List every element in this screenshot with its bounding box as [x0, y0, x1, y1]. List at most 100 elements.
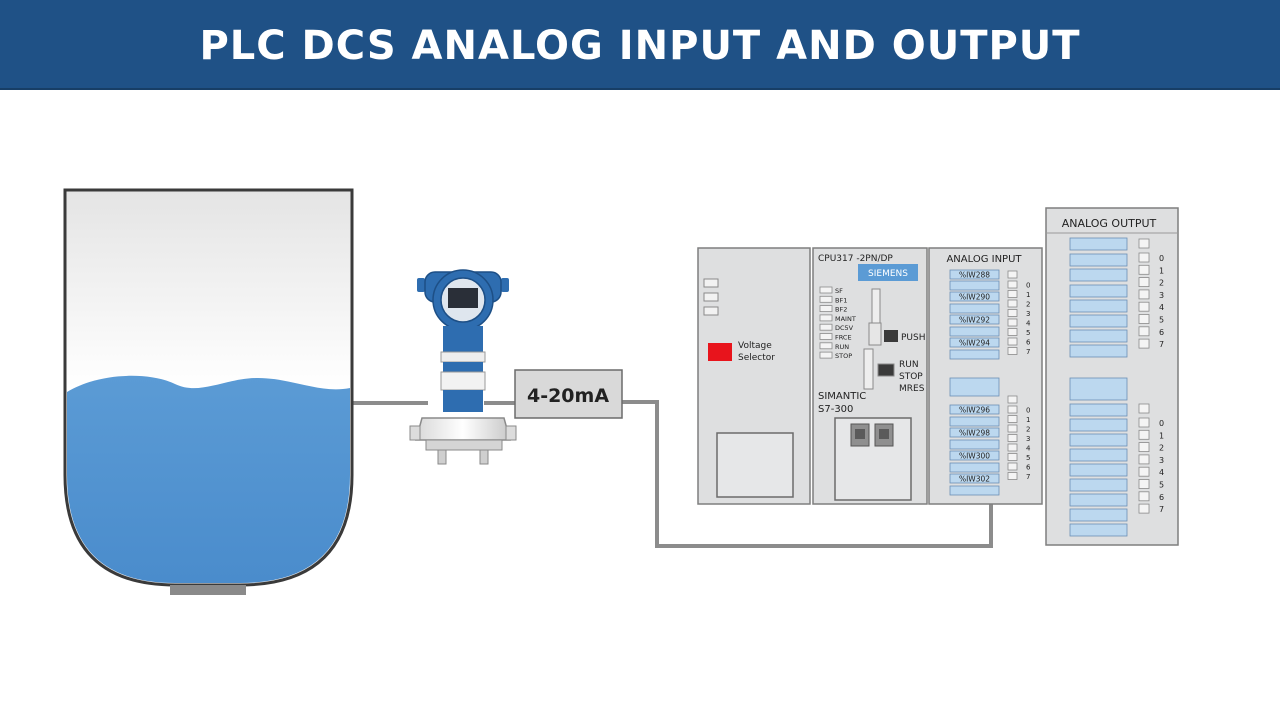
analog-input-led	[1007, 472, 1018, 480]
analog-output-slot	[1069, 523, 1128, 537]
analog-input-address: %IW300	[959, 452, 990, 461]
analog-input-led	[1007, 424, 1018, 433]
analog-input-channel: 1	[1026, 416, 1030, 424]
cpu-led-label: DC5V	[835, 324, 854, 332]
analog-input-address: %IW302	[959, 475, 990, 484]
analog-input-channel: 6	[1026, 339, 1031, 347]
analog-input-led	[1007, 309, 1018, 317]
push-label: PUSH	[901, 333, 926, 343]
analog-input-led	[1007, 280, 1018, 289]
analog-input-led	[1007, 299, 1018, 308]
analog-input-led	[1007, 405, 1018, 414]
analog-input-address: %IW288	[959, 271, 990, 280]
analog-output-channel: 1	[1159, 266, 1164, 275]
analog-input-channel: 4	[1026, 320, 1031, 328]
analog-input-channel: 4	[1026, 445, 1031, 453]
analog-input-channel: 2	[1026, 301, 1030, 309]
analog-input-address: %IW290	[959, 293, 990, 302]
analog-output-slot	[1069, 344, 1128, 358]
analog-output-channel: 7	[1159, 340, 1164, 349]
transmitter-body	[443, 390, 483, 412]
signal-wiring	[352, 400, 993, 548]
signal-to-input-wire	[622, 400, 993, 548]
analog-input-led	[1007, 337, 1018, 346]
cpu-led	[819, 295, 833, 303]
transmitter-screen	[448, 288, 478, 308]
analog-input-slot	[949, 337, 1000, 348]
cpu-led-label: RUN	[835, 343, 849, 351]
signal-box: 4-20mA	[514, 369, 623, 419]
power-terminal-cover	[716, 432, 794, 498]
analog-input-slot	[949, 485, 1000, 496]
analog-input-module: ANALOG INPUT %IW288%IW290%IW292%IW294%IW…	[928, 247, 1043, 505]
analog-output-led	[1138, 429, 1150, 440]
analog-input-slot	[949, 439, 1000, 450]
analog-input-slot	[949, 314, 1000, 325]
analog-output-led	[1138, 314, 1150, 324]
analog-output-led	[1138, 417, 1150, 428]
analog-input-title: ANALOG INPUT	[946, 254, 1022, 265]
analog-output-channel: 3	[1159, 291, 1164, 300]
analog-output-led	[1138, 301, 1150, 312]
analog-output-slot	[1069, 418, 1128, 432]
analog-input-address: %IW294	[959, 339, 990, 348]
storage-tank	[63, 188, 354, 595]
analog-output-slot	[1069, 268, 1128, 282]
analog-input-slot	[949, 269, 1000, 280]
analog-input-slot	[949, 377, 1000, 397]
analog-input-slot	[949, 404, 1000, 415]
analog-input-channel: 0	[1026, 282, 1030, 290]
analog-output-led	[1138, 338, 1150, 349]
page-title: PLC DCS ANALOG INPUT AND OUTPUT	[199, 23, 1081, 69]
analog-output-slot	[1069, 253, 1128, 267]
cpu-led	[819, 305, 833, 313]
analog-input-led	[1007, 328, 1018, 336]
analog-input-slot	[949, 291, 1000, 302]
analog-input-channel: 1	[1026, 291, 1030, 299]
analog-input-led	[1007, 347, 1018, 355]
analog-output-channel: 7	[1159, 505, 1164, 514]
cpu-led-label: SF	[835, 287, 843, 295]
analog-input-led	[1007, 318, 1018, 327]
cpu-led-label: BF1	[835, 296, 847, 304]
cpu-led	[819, 323, 833, 331]
analog-input-channel: 0	[1026, 407, 1030, 415]
transmitter-neck	[443, 326, 483, 354]
analog-input-channel: 5	[1026, 329, 1030, 337]
analog-output-slot	[1069, 463, 1128, 477]
mode-mres-label: MRES	[899, 384, 925, 394]
voltage-selector-switch	[708, 343, 732, 361]
analog-input-channel: 2	[1026, 426, 1030, 434]
analog-output-slot	[1069, 448, 1128, 462]
analog-input-led	[1007, 395, 1018, 404]
cpu-led	[819, 333, 833, 340]
analog-input-slot	[949, 427, 1000, 438]
analog-output-channel: 3	[1159, 456, 1164, 465]
analog-output-channel: 5	[1159, 481, 1164, 490]
analog-output-channel: 6	[1159, 328, 1164, 337]
analog-input-slot	[949, 416, 1000, 427]
analog-input-slots: %IW288 %IW290 %IW292 %IW294 %IW296 %IW298 %IW3…	[949, 269, 1000, 496]
analog-input-led	[1007, 462, 1018, 471]
analog-output-led	[1138, 466, 1150, 477]
analog-output-channel: 6	[1159, 493, 1164, 502]
analog-output-channel: 5	[1159, 316, 1164, 325]
analog-input-address: %IW296	[959, 406, 990, 415]
analog-output-slot	[1069, 508, 1128, 522]
cpu-port-cover	[834, 417, 912, 501]
tank-liquid	[67, 375, 350, 583]
analog-output-channel: 2	[1159, 279, 1164, 288]
analog-input-channel: 7	[1026, 348, 1030, 356]
analog-output-slot	[1069, 493, 1128, 507]
analog-input-address: %IW292	[959, 316, 990, 325]
analog-output-slot	[1069, 284, 1128, 298]
analog-input-address: %IW298	[959, 429, 990, 438]
title-banner: PLC DCS ANALOG INPUT AND OUTPUT	[0, 0, 1280, 90]
analog-output-led	[1138, 454, 1150, 465]
cpu-family-1: SIMANTIC	[818, 391, 866, 402]
analog-input-led	[1007, 434, 1018, 442]
analog-input-channel: 6	[1026, 464, 1031, 472]
